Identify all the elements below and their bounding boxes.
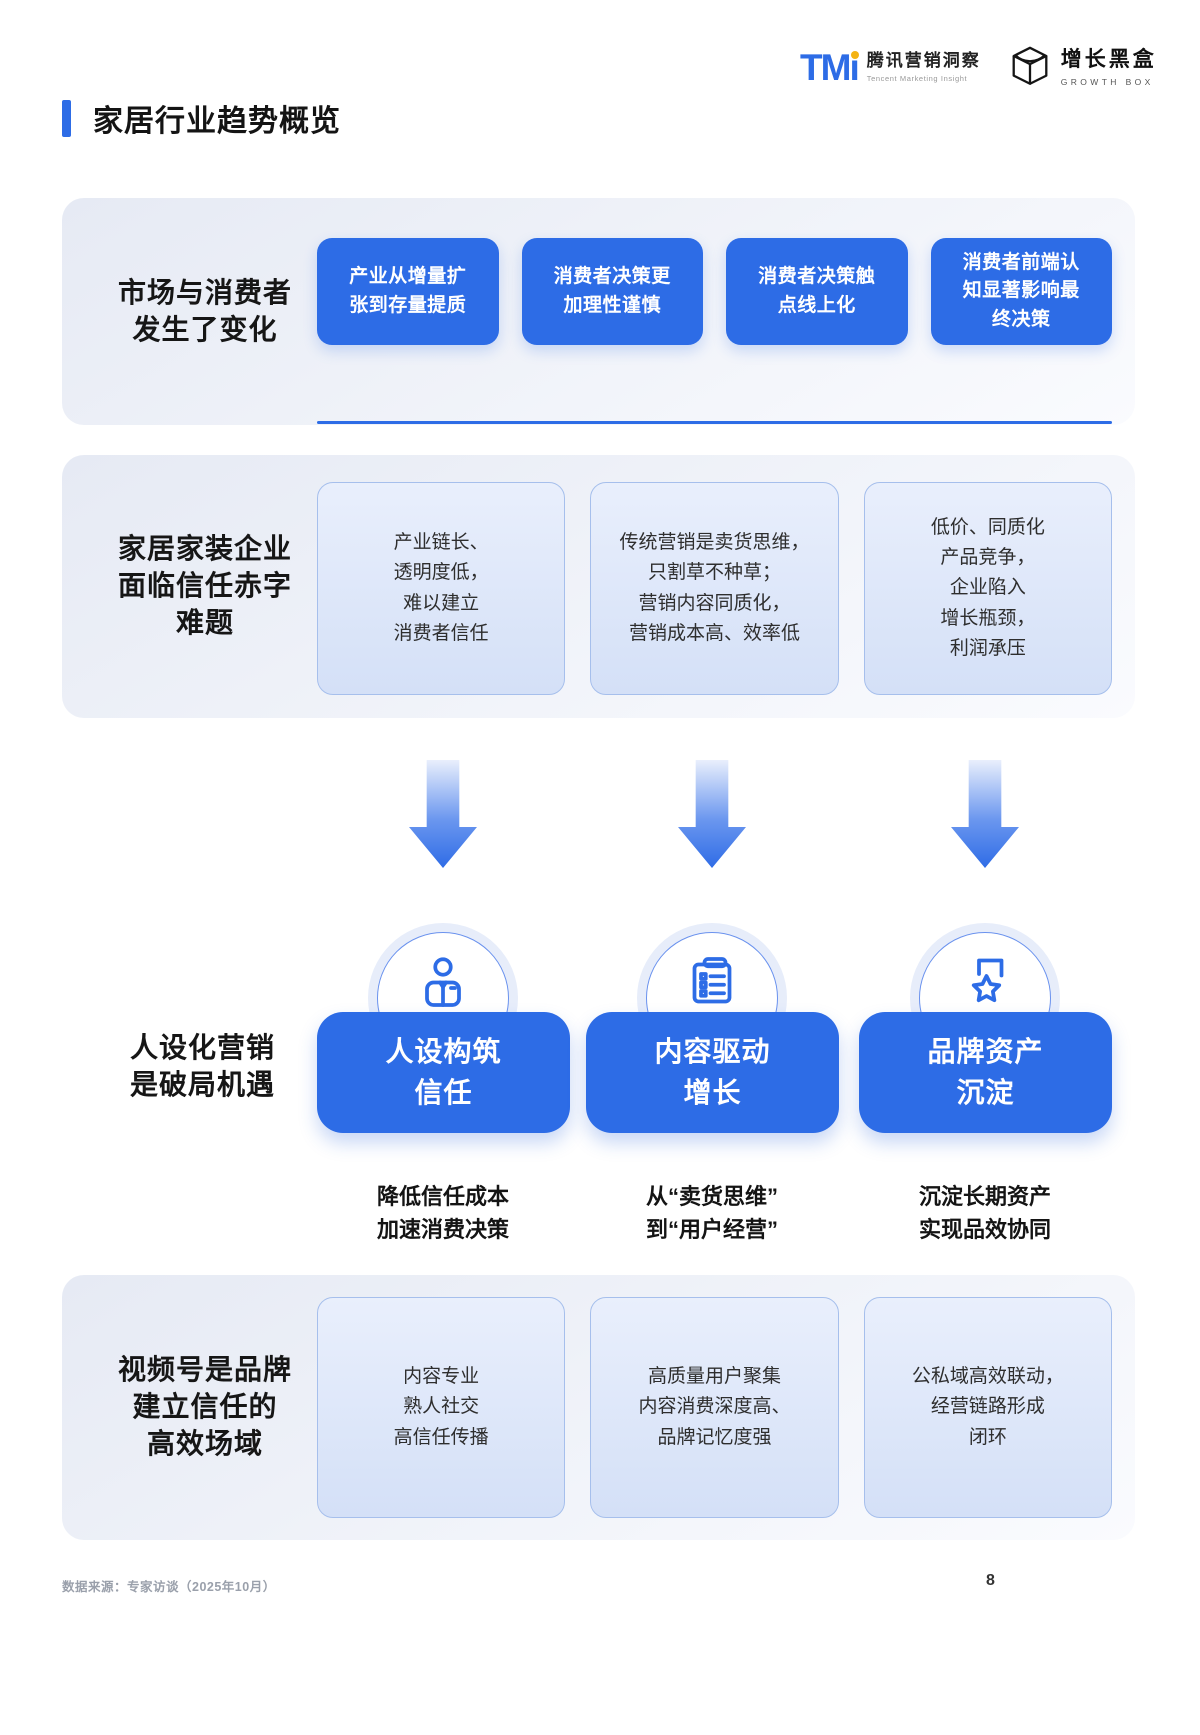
down-arrow-icon: [951, 760, 1019, 868]
tmi-logo: TMı: [800, 46, 860, 88]
page-number: 8: [986, 1572, 995, 1589]
tmi-logo-text: TM: [800, 46, 851, 88]
persona-pill: 内容驱动 增长: [586, 1012, 839, 1133]
data-source-note: 数据来源：专家访谈（2025年10月）: [62, 1580, 276, 1594]
market-card: 消费者前端认 知显著影响最 终决策: [930, 238, 1112, 345]
trust-cards-row: 产业链长、 透明度低， 难以建立 消费者信任 传统营销是卖货思维， 只割草不种草…: [317, 482, 1112, 695]
persona-description: 从“卖货思维” 到“用户经营”: [645, 1184, 778, 1242]
market-card: 消费者决策触 点线上化: [726, 238, 908, 345]
tmi-logo-cn-label: 腾讯营销洞察: [866, 51, 981, 71]
section-trust-label: 家居家装企业 面临信任赤字 难题: [117, 533, 292, 638]
trust-card: 低价、同质化 产品竞争， 企业陷入 增长瓶颈， 利润承压: [863, 482, 1112, 695]
section-trust-panel: 家居家装企业 面临信任赤字 难题 产业链长、 透明度低， 难以建立 消费者信任 …: [62, 455, 1135, 718]
growth-box-en-label: GROWTH BOX: [1060, 76, 1154, 87]
page-title: 家居行业趋势概览: [93, 105, 341, 138]
tmi-logo-en-label: Tencent Marketing Insight: [866, 73, 968, 83]
persona-pill: 品牌资产 沉淀: [859, 1012, 1112, 1133]
market-card: 产业从增量扩 张到存量提质: [317, 238, 499, 345]
title-accent-bar: [62, 99, 71, 137]
section-market-label: 市场与消费者 发生了变化: [117, 276, 292, 345]
growth-box-cube-icon: [1007, 43, 1053, 91]
market-card: 消费者决策更 加理性谨慎: [521, 238, 703, 345]
section-channel-label: 视频号是品牌 建立信任的 高效场域: [117, 1354, 292, 1459]
down-arrow-icon: [409, 760, 477, 868]
market-accent-underline: [317, 421, 1112, 424]
section-channel-panel: 视频号是品牌 建立信任的 高效场域 内容专业 熟人社交 高信任传播 高质量用户聚…: [62, 1275, 1135, 1540]
channel-card: 高质量用户聚集 内容消费深度高、 品牌记忆度强: [590, 1297, 839, 1518]
trust-card: 产业链长、 透明度低， 难以建立 消费者信任: [317, 482, 566, 695]
down-arrow-icon: [678, 760, 746, 868]
channel-card: 内容专业 熟人社交 高信任传播: [317, 1297, 566, 1518]
trust-card: 传统营销是卖货思维， 只割草不种草； 营销内容同质化， 营销成本高、效率低: [590, 482, 839, 695]
persona-pill: 人设构筑 信任: [317, 1012, 570, 1133]
persona-description: 降低信任成本 加速消费决策: [376, 1184, 509, 1242]
channel-cards-row: 内容专业 熟人社交 高信任传播 高质量用户聚集 内容消费深度高、 品牌记忆度强 …: [317, 1297, 1112, 1518]
section-persona-label: 人设化营销 是破局机遇: [129, 1032, 275, 1100]
persona-description: 沉淀长期资产 实现品效协同: [918, 1184, 1051, 1242]
section-market-panel: 市场与消费者 发生了变化 产业从增量扩 张到存量提质 消费者决策更 加理性谨慎 …: [62, 198, 1135, 425]
market-cards-row: 产业从增量扩 张到存量提质 消费者决策更 加理性谨慎 消费者决策触 点线上化 消…: [317, 238, 1112, 345]
header-logos: TMı 腾讯营销洞察 Tencent Marketing Insight 增长黑…: [800, 40, 1157, 94]
page-title-row: 家居行业趋势概览: [62, 96, 341, 140]
growth-box-cn-label: 增长黑盒: [1060, 48, 1157, 72]
channel-card: 公私域高效联动， 经营链路形成 闭环: [863, 1297, 1112, 1518]
tmi-logo-dot-icon: [850, 50, 859, 59]
tmi-logo-i: ı: [849, 46, 859, 88]
